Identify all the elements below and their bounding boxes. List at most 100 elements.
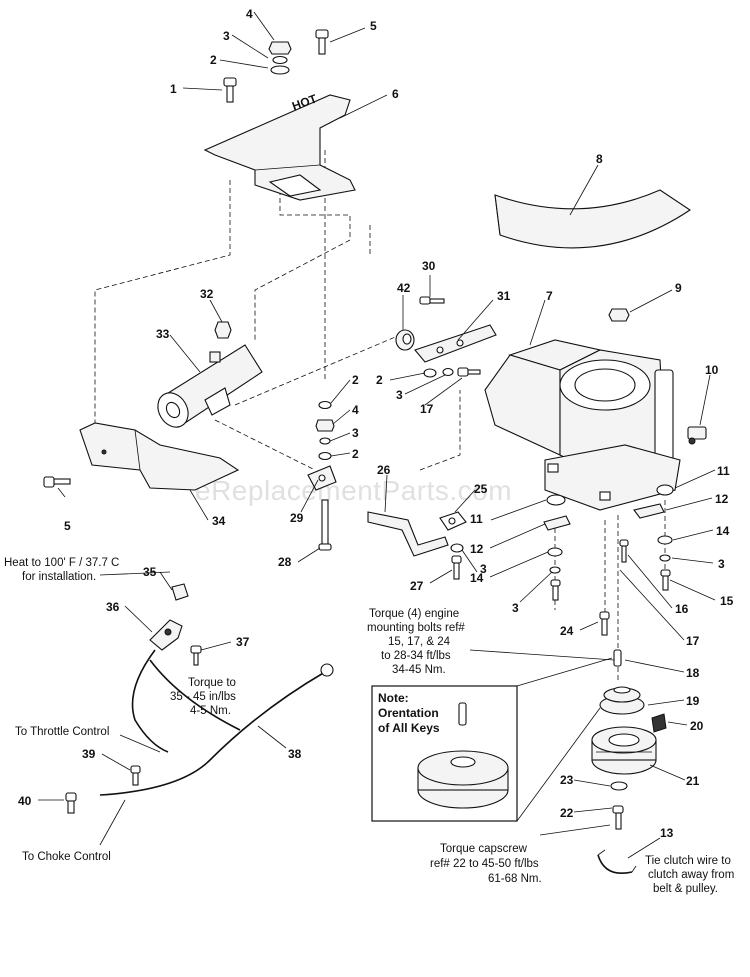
callout-18: 18 <box>686 666 700 680</box>
spacer-12-right-icon[interactable] <box>633 503 665 519</box>
bushing-42-icon[interactable] <box>395 329 415 351</box>
washer-23-icon[interactable] <box>610 781 628 791</box>
bolt-27-icon[interactable] <box>451 555 462 580</box>
bolt-17-icon[interactable] <box>457 367 481 377</box>
callout-5-left: 5 <box>64 519 71 533</box>
inset-note-line2: of All Keys <box>378 721 440 735</box>
wire-13-icon[interactable] <box>597 849 637 874</box>
bolt-5-icon[interactable] <box>315 29 329 55</box>
callout-26: 26 <box>377 463 391 477</box>
callout-22: 22 <box>560 806 574 820</box>
lockwasher-3-icon[interactable] <box>272 55 288 65</box>
callout-11-left: 11 <box>470 512 483 526</box>
pipe-26-icon[interactable] <box>367 511 449 557</box>
callout-3-pipe: 3 <box>480 562 487 576</box>
screw-39-icon[interactable] <box>130 765 141 786</box>
callout-13: 13 <box>660 826 674 840</box>
torque-engine-line2: mounting bolts ref# <box>367 622 465 634</box>
bolt-30-icon[interactable] <box>419 296 445 305</box>
bracket-31-icon[interactable] <box>414 324 497 363</box>
callout-31: 31 <box>497 289 511 303</box>
control-36-icon[interactable] <box>149 619 183 651</box>
callout-3-center: 3 <box>352 426 359 440</box>
callout-9: 9 <box>675 281 682 295</box>
bolt-22-icon[interactable] <box>612 805 624 830</box>
torque-engine-line3: 15, 17, & 24 <box>388 636 451 648</box>
tie-line2: clutch away from <box>648 869 734 881</box>
callout-12-right: 12 <box>715 492 729 506</box>
nut-4-center-icon[interactable] <box>315 419 335 432</box>
callout-28: 28 <box>278 555 292 569</box>
clamp-29-icon[interactable] <box>307 465 337 491</box>
callout-19: 19 <box>686 694 700 708</box>
callout-4-center: 4 <box>352 403 359 417</box>
watermark: eReplacementParts.com <box>195 475 512 506</box>
cable-38-icon[interactable] <box>99 659 334 796</box>
capscrew-line1: Torque capscrew <box>440 843 528 855</box>
inset-note-line1: Orentation <box>378 706 439 720</box>
gasket-25-icon[interactable] <box>439 511 467 531</box>
heat-note-line2: for installation. <box>22 571 96 583</box>
fitting-10-icon[interactable] <box>687 426 707 445</box>
callout-6: 6 <box>392 87 399 101</box>
callout-5: 5 <box>370 19 377 33</box>
callout-23: 23 <box>560 773 574 787</box>
callout-25: 25 <box>474 482 488 496</box>
callout-42: 42 <box>397 281 411 295</box>
bolt-right-left-icon[interactable] <box>550 579 561 601</box>
clutch-21-icon[interactable] <box>591 726 657 775</box>
lockwasher-3-right-icon[interactable] <box>659 554 671 562</box>
part-33-muffler[interactable] <box>152 344 263 433</box>
callout-3-right: 3 <box>718 557 725 571</box>
tie-line3: belt & pulley. <box>653 883 718 895</box>
callout-38: 38 <box>288 747 302 761</box>
washer-14-right-icon[interactable] <box>657 535 673 545</box>
bolt-15-icon[interactable] <box>660 569 671 591</box>
part-6-shield[interactable]: HOT <box>203 91 356 201</box>
throttle-cable-icon[interactable] <box>131 649 169 753</box>
washer-2-mid-icon[interactable] <box>423 368 437 378</box>
key-18-icon[interactable] <box>613 649 622 667</box>
callout-39: 39 <box>82 747 96 761</box>
washer-11-left-icon[interactable] <box>546 494 566 506</box>
part-8-belt-guard[interactable] <box>494 189 691 249</box>
screw-37-icon[interactable] <box>190 645 202 666</box>
callout-34: 34 <box>212 514 226 528</box>
callout-21: 21 <box>686 774 700 788</box>
bolt-24-icon[interactable] <box>599 611 610 636</box>
spacer-12-left-icon[interactable] <box>543 515 571 531</box>
nut-4-icon[interactable] <box>268 41 292 55</box>
nut-3-pipe-icon[interactable] <box>450 543 464 553</box>
washer-2-center-low-icon[interactable] <box>318 451 332 461</box>
bolt-16-icon[interactable] <box>619 539 629 563</box>
tie-line1: Tie clutch wire to <box>645 855 731 867</box>
clip-35-icon[interactable] <box>171 583 189 601</box>
key-20-icon[interactable] <box>651 713 667 733</box>
bolt-28-icon[interactable] <box>318 499 332 551</box>
callout-17-right: 17 <box>686 634 700 648</box>
capscrew-line2: ref# 22 to 45-50 ft/lbs <box>430 858 539 870</box>
callout-16: 16 <box>675 602 689 616</box>
callout-35: 35 <box>143 565 157 579</box>
bolt-1-icon[interactable] <box>223 77 237 103</box>
torque-engine-line1: Torque (4) engine <box>369 608 459 620</box>
bolt-5-left-icon[interactable] <box>43 476 71 488</box>
washer-2-icon[interactable] <box>270 65 290 75</box>
washer-14-left-icon[interactable] <box>547 547 563 557</box>
lockwasher-3-center-icon[interactable] <box>319 437 331 445</box>
screw-40-icon[interactable] <box>65 792 77 814</box>
washer-2-center-icon[interactable] <box>318 400 332 410</box>
pulley-19-icon[interactable] <box>599 686 645 715</box>
part-7-engine[interactable] <box>484 339 681 511</box>
fitting-32-icon[interactable] <box>214 321 232 339</box>
callout-3: 3 <box>223 29 230 43</box>
nut-9-icon[interactable] <box>608 308 630 322</box>
washer-11-right-icon[interactable] <box>656 484 674 496</box>
callout-3-mid: 3 <box>396 388 403 402</box>
callout-2: 2 <box>210 53 217 67</box>
part-34-muffler-guard[interactable] <box>79 422 240 491</box>
torque-engine-line4: to 28-34 ft/lbs <box>381 650 451 662</box>
callout-24: 24 <box>560 624 574 638</box>
lockwasher-3-mid-icon[interactable] <box>442 367 454 377</box>
lockwasher-3-left-icon[interactable] <box>549 566 561 574</box>
